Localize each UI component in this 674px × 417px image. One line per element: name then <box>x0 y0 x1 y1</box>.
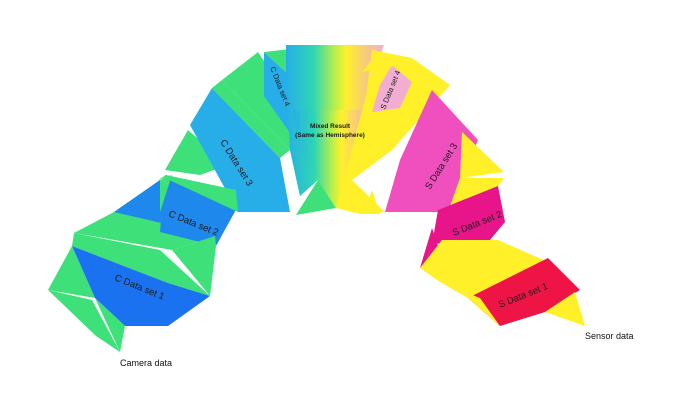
panel-s2-yellow <box>420 240 548 298</box>
panel-s4-yellow-left <box>336 50 450 208</box>
band-c-data-set-2 <box>160 178 238 246</box>
panel-c1-bottom <box>48 290 120 352</box>
caption-sensor-data: Sensor data <box>585 331 634 341</box>
panel-c2-tri-small <box>160 175 172 212</box>
panel-s2-left-tri <box>420 228 440 268</box>
panel-s3-yellow-right <box>460 132 504 178</box>
panel-c4-bottom-green <box>296 180 336 215</box>
center-label-line2: (Same as Hemisphere) <box>295 132 365 139</box>
band-s-data-set-2 <box>432 186 505 244</box>
panel-s4-top-tri <box>362 52 396 72</box>
panel-c2-tri-right <box>172 236 216 296</box>
panel-c1-left <box>48 246 95 298</box>
caption-camera-data: Camera data <box>120 358 172 368</box>
panel-c1-tail <box>95 298 125 352</box>
band-s-data-set-3 <box>385 90 478 212</box>
center-label-line1: Mixed Result <box>310 123 351 130</box>
panel-s1-tail <box>545 292 585 326</box>
center-rainbow-lower <box>292 110 372 208</box>
panel-c3-green-lower <box>165 175 238 212</box>
sensor-side-panels <box>336 50 585 326</box>
band-c-data-set-3 <box>190 88 290 212</box>
band-s-data-set-1 <box>468 258 580 326</box>
band-c-data-set-1 <box>72 246 210 326</box>
band-s-data-set-4 <box>372 65 412 112</box>
panel-c3-green-mid <box>212 80 290 158</box>
center-mixed-region <box>286 45 384 208</box>
camera-side-panels <box>48 48 336 352</box>
panel-s3-notch <box>364 190 380 214</box>
panel-c1-green-top <box>72 233 210 296</box>
